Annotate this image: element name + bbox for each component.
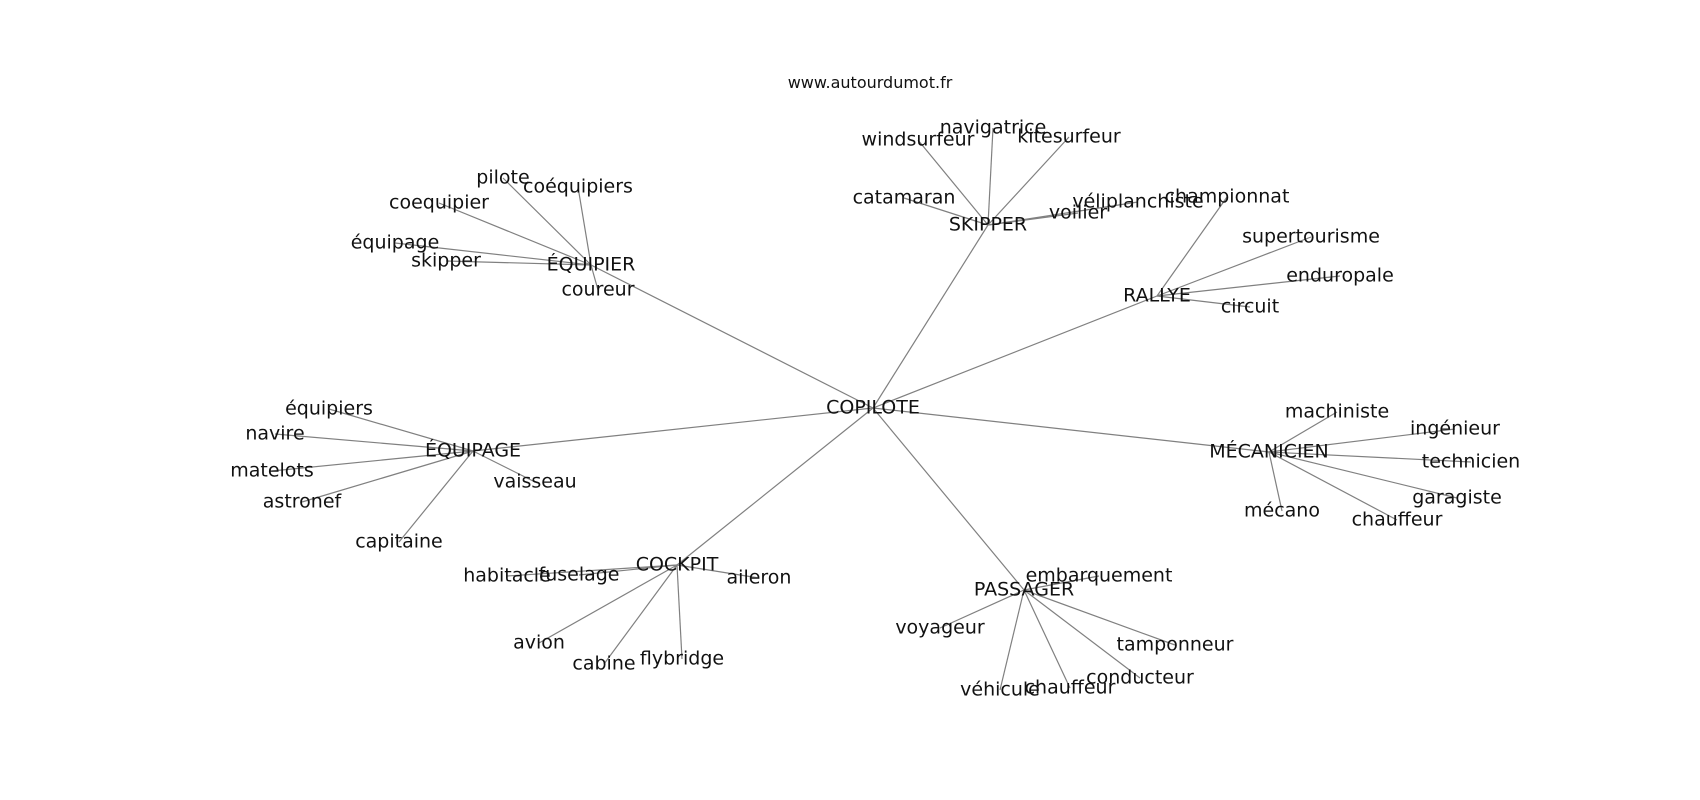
leaf-mecanicien-0: machiniste xyxy=(1285,401,1389,423)
edge-copilote-rallye xyxy=(872,295,1158,409)
leaf-passager-0: embarquement xyxy=(1026,565,1173,587)
edge-skipper-leaf-3 xyxy=(903,197,989,226)
leaf-rallye-1: supertourisme xyxy=(1242,226,1380,248)
leaf-skipper-5: véliplanchiste xyxy=(1072,191,1203,213)
edge-passager-leaf-0 xyxy=(1023,575,1100,591)
edge-cockpit-leaf-5 xyxy=(676,564,683,660)
edge-mecanicien-leaf-0 xyxy=(1268,411,1338,453)
leaf-cockpit-3: avion xyxy=(513,632,565,654)
leaf-mecanicien-4: chauffeur xyxy=(1352,509,1443,531)
leaf-equipier-0: pilote xyxy=(476,167,529,189)
edge-mecanicien-leaf-1 xyxy=(1268,428,1456,453)
edge-cockpit-leaf-4 xyxy=(603,564,678,665)
node-passager: PASSAGER xyxy=(974,579,1074,601)
leaf-rallye-0: championnat xyxy=(1165,186,1290,208)
node-rallye: RALLYE xyxy=(1123,285,1191,307)
leaf-passager-5: chauffeur xyxy=(1025,677,1116,699)
edge-passager-leaf-1 xyxy=(939,589,1025,629)
edge-cockpit-leaf-2 xyxy=(676,564,760,579)
edge-equipage-leaf-0 xyxy=(328,408,474,452)
edge-mecanicien-leaf-2 xyxy=(1268,451,1472,463)
leaf-skipper-2: kitesurfeur xyxy=(1017,126,1121,148)
leaf-passager-4: véhicule xyxy=(960,679,1040,701)
edge-mecanicien-leaf-4 xyxy=(1268,451,1398,521)
edge-passager-leaf-5 xyxy=(1023,589,1071,689)
leaf-skipper-0: navigatrice xyxy=(940,117,1047,139)
leaf-equipage-4: capitaine xyxy=(355,531,443,553)
edge-equipier-leaf-2 xyxy=(438,202,592,266)
edge-mecanicien-leaf-3 xyxy=(1268,451,1458,499)
leaf-skipper-4: voilier xyxy=(1049,202,1107,224)
edge-passager-leaf-4 xyxy=(999,589,1025,691)
node-skipper: SKIPPER xyxy=(949,214,1027,236)
edge-equipage-leaf-4 xyxy=(398,450,474,543)
leaf-skipper-1: windsurfeur xyxy=(862,129,975,151)
leaf-equipage-3: astronef xyxy=(263,491,343,513)
edge-skipper-leaf-0 xyxy=(987,127,994,226)
edge-equipage-leaf-1 xyxy=(274,433,474,452)
leaf-passager-1: voyageur xyxy=(895,617,985,639)
edge-equipier-leaf-5 xyxy=(590,264,599,291)
leaf-cockpit-0: habitacle xyxy=(463,565,551,587)
edge-passager-leaf-3 xyxy=(1023,589,1141,679)
node-equipier: ÉQUIPIER xyxy=(547,253,636,276)
edge-cockpit-leaf-0 xyxy=(506,564,678,577)
leaf-equipier-4: skipper xyxy=(411,250,481,272)
leaf-mecanicien-1: ingénieur xyxy=(1410,418,1500,440)
leaf-equipier-5: coureur xyxy=(561,279,634,301)
node-copilote: COPILOTE xyxy=(826,397,920,419)
edge-equipage-leaf-2 xyxy=(271,450,474,472)
leaf-passager-3: conducteur xyxy=(1086,667,1194,689)
leaf-mecanicien-5: mécano xyxy=(1244,500,1320,522)
leaf-skipper-3: catamaran xyxy=(853,187,956,209)
leaf-equipage-2: matelots xyxy=(230,460,314,482)
leaf-mecanicien-3: garagiste xyxy=(1412,487,1502,509)
leaf-equipier-2: coequipier xyxy=(389,192,489,214)
graph-edges xyxy=(271,127,1472,691)
edge-equipier-leaf-1 xyxy=(577,186,592,266)
edge-equipage-leaf-5 xyxy=(472,450,536,483)
leaf-cockpit-4: cabine xyxy=(572,653,635,675)
leaf-equipage-5: vaisseau xyxy=(493,471,576,493)
edge-skipper-leaf-1 xyxy=(917,139,989,226)
edge-equipier-leaf-4 xyxy=(445,260,592,266)
node-equipage: ÉQUIPAGE xyxy=(425,439,521,462)
edge-passager-leaf-2 xyxy=(1023,589,1176,646)
source-url: www.autourdumot.fr xyxy=(788,73,953,92)
edge-equipier-leaf-0 xyxy=(502,177,592,266)
edge-rallye-leaf-1 xyxy=(1156,236,1312,297)
leaf-equipier-1: coéquipiers xyxy=(523,176,633,198)
edge-copilote-mecanicien xyxy=(872,407,1270,453)
leaf-rallye-3: circuit xyxy=(1221,296,1279,318)
leaf-equipage-1: navire xyxy=(245,423,304,445)
edge-mecanicien-leaf-5 xyxy=(1268,451,1283,512)
edge-copilote-cockpit xyxy=(676,407,874,566)
edge-skipper-leaf-5 xyxy=(987,201,1139,226)
edge-copilote-equipage xyxy=(472,407,874,452)
edge-skipper-leaf-2 xyxy=(987,136,1070,226)
leaf-equipier-3: équipage xyxy=(351,232,440,254)
edge-cockpit-leaf-1 xyxy=(578,564,678,576)
leaf-cockpit-1: fuselage xyxy=(539,564,620,586)
edge-equipier-leaf-3 xyxy=(394,242,592,266)
leaf-cockpit-2: aileron xyxy=(727,567,792,589)
node-cockpit: COCKPIT xyxy=(636,554,719,576)
edge-rallye-leaf-3 xyxy=(1156,295,1251,308)
edge-copilote-skipper xyxy=(872,224,989,409)
edge-copilote-equipier xyxy=(590,264,874,409)
leaf-equipage-0: équipiers xyxy=(285,398,373,420)
leaf-mecanicien-2: technicien xyxy=(1422,451,1520,473)
edge-equipage-leaf-3 xyxy=(301,450,474,503)
leaf-passager-2: tamponneur xyxy=(1117,634,1234,656)
leaf-rallye-2: enduropale xyxy=(1286,265,1394,287)
node-mecanicien: MÉCANICIEN xyxy=(1209,440,1329,463)
leaf-cockpit-5: flybridge xyxy=(640,648,724,670)
edge-copilote-passager xyxy=(872,407,1025,591)
edge-rallye-leaf-0 xyxy=(1156,196,1228,297)
edge-cockpit-leaf-3 xyxy=(538,564,678,644)
edge-rallye-leaf-2 xyxy=(1156,275,1341,297)
